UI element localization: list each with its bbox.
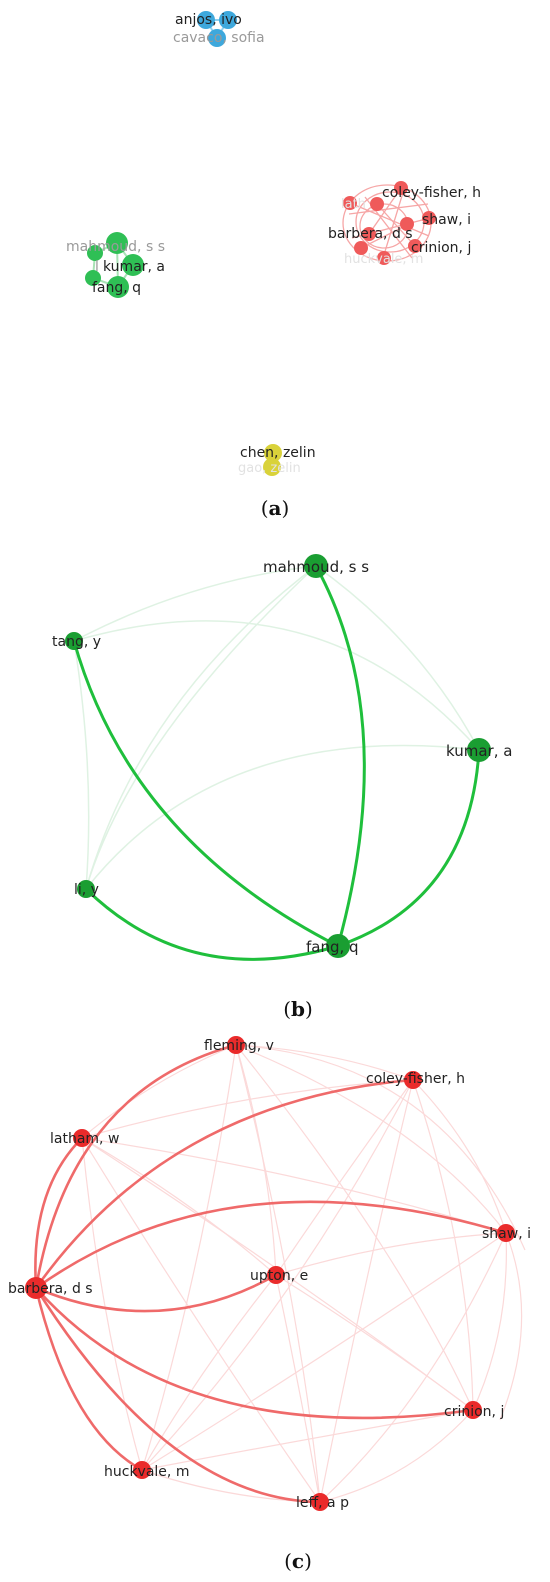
label-barbera-c: barbera, d s bbox=[8, 1281, 93, 1297]
label-chen: chen, zelin bbox=[240, 445, 316, 461]
node-huckvale-a bbox=[354, 241, 368, 255]
node-tang-b bbox=[65, 632, 83, 650]
label-mahmoud-a: mahmoud, s s bbox=[66, 239, 165, 255]
label-huckvale-c: huckvale, m bbox=[104, 1464, 189, 1480]
node-chen bbox=[264, 444, 282, 462]
node-crinion-c bbox=[464, 1401, 482, 1419]
label-kumar-b: kumar, a bbox=[446, 742, 512, 760]
node-upton-c bbox=[267, 1266, 285, 1284]
node-mahmoud-b bbox=[304, 554, 328, 578]
weak-links-b bbox=[73, 565, 480, 890]
label-coley-c: coley-fisher, h bbox=[366, 1071, 465, 1087]
label-crinion-c: crinion, j bbox=[444, 1404, 504, 1420]
node-tang-a bbox=[87, 245, 103, 261]
node-barbera-a bbox=[362, 227, 376, 241]
cluster-green: mahmoud, s s kumar, a fang, q l bbox=[66, 232, 165, 298]
strong-links-b bbox=[72, 565, 481, 961]
label-fang-a: fang, q bbox=[92, 280, 141, 296]
label-tang-b: tang, y bbox=[52, 634, 101, 650]
node-latham-a bbox=[343, 196, 357, 210]
label-li-b: li, y bbox=[74, 882, 99, 898]
node-fleming-c bbox=[227, 1036, 245, 1054]
label-barbera-a: barbera, d s bbox=[328, 226, 413, 242]
panel-b: mahmoud, s s tang, y kumar, a li, y fang… bbox=[52, 554, 512, 1021]
caption-c: (c) bbox=[284, 1549, 312, 1573]
node-anjos bbox=[197, 11, 215, 29]
node-barbera-c bbox=[25, 1277, 47, 1299]
node-upton-a bbox=[400, 217, 414, 231]
label-crinion-a: crinion, j bbox=[411, 240, 471, 256]
node-gao bbox=[263, 458, 281, 476]
label-gao: gao, zelin bbox=[238, 461, 301, 476]
node-mahmoud-a bbox=[106, 232, 128, 254]
node-latham-c bbox=[73, 1129, 91, 1147]
node-fang-a bbox=[107, 276, 129, 298]
label-anjos: anjos, ivo bbox=[175, 12, 242, 28]
node-huckvale-c bbox=[133, 1461, 151, 1479]
label-fang-b: fang, q bbox=[306, 938, 359, 956]
node-li-a bbox=[85, 270, 101, 286]
node-leff-a bbox=[377, 251, 391, 265]
node-shaw-c bbox=[497, 1224, 515, 1242]
cluster-blue: anjos, ivo cavaco, sofia bbox=[173, 11, 265, 47]
node-cavaco-b bbox=[208, 29, 226, 47]
node-leff-c bbox=[311, 1493, 329, 1511]
node-shaw-a bbox=[422, 211, 436, 225]
cluster-red: coley-fisher, h lath shaw, i barbera, d … bbox=[328, 181, 481, 267]
label-mahmoud-b: mahmoud, s s bbox=[263, 558, 369, 576]
panel-a: anjos, ivo cavaco, sofia mahmoud, s s ku… bbox=[66, 11, 481, 520]
label-upton-c: upton, e bbox=[250, 1268, 308, 1284]
cluster-yellow: chen, zelin gao, zelin bbox=[238, 444, 316, 476]
label-latham-c: latham, w bbox=[50, 1131, 119, 1147]
node-fang-b bbox=[326, 934, 350, 958]
node-crinion-a bbox=[408, 239, 422, 253]
weak-links-c bbox=[81, 1044, 526, 1503]
label-leff-c: leff, a p bbox=[296, 1495, 349, 1511]
node-fleming-a bbox=[370, 197, 384, 211]
caption-b: (b) bbox=[283, 997, 313, 1021]
label-cavaco: cavaco, sofia bbox=[173, 30, 265, 46]
label-shaw-c: shaw, i bbox=[482, 1226, 531, 1242]
panel-c: fleming, v coley-fisher, h latham, w sha… bbox=[8, 1036, 531, 1573]
label-latham-a: lath bbox=[341, 197, 366, 212]
node-li-b bbox=[77, 880, 95, 898]
strong-links-c bbox=[34, 1043, 507, 1504]
node-kumar-a bbox=[122, 254, 144, 276]
label-fleming-c: fleming, v bbox=[204, 1038, 274, 1054]
label-shaw-a: shaw, i bbox=[422, 212, 471, 228]
node-kumar-b bbox=[467, 738, 491, 762]
node-coley-a bbox=[394, 181, 408, 195]
label-huckvale-a: huckvale, m bbox=[344, 252, 423, 267]
caption-a: (a) bbox=[261, 496, 290, 520]
label-coley-a: coley-fisher, h bbox=[382, 185, 481, 201]
node-cavaco-a bbox=[219, 11, 237, 29]
label-kumar-a: kumar, a bbox=[103, 259, 165, 275]
label-l-a: l bbox=[95, 259, 99, 275]
node-coley-c bbox=[404, 1071, 422, 1089]
